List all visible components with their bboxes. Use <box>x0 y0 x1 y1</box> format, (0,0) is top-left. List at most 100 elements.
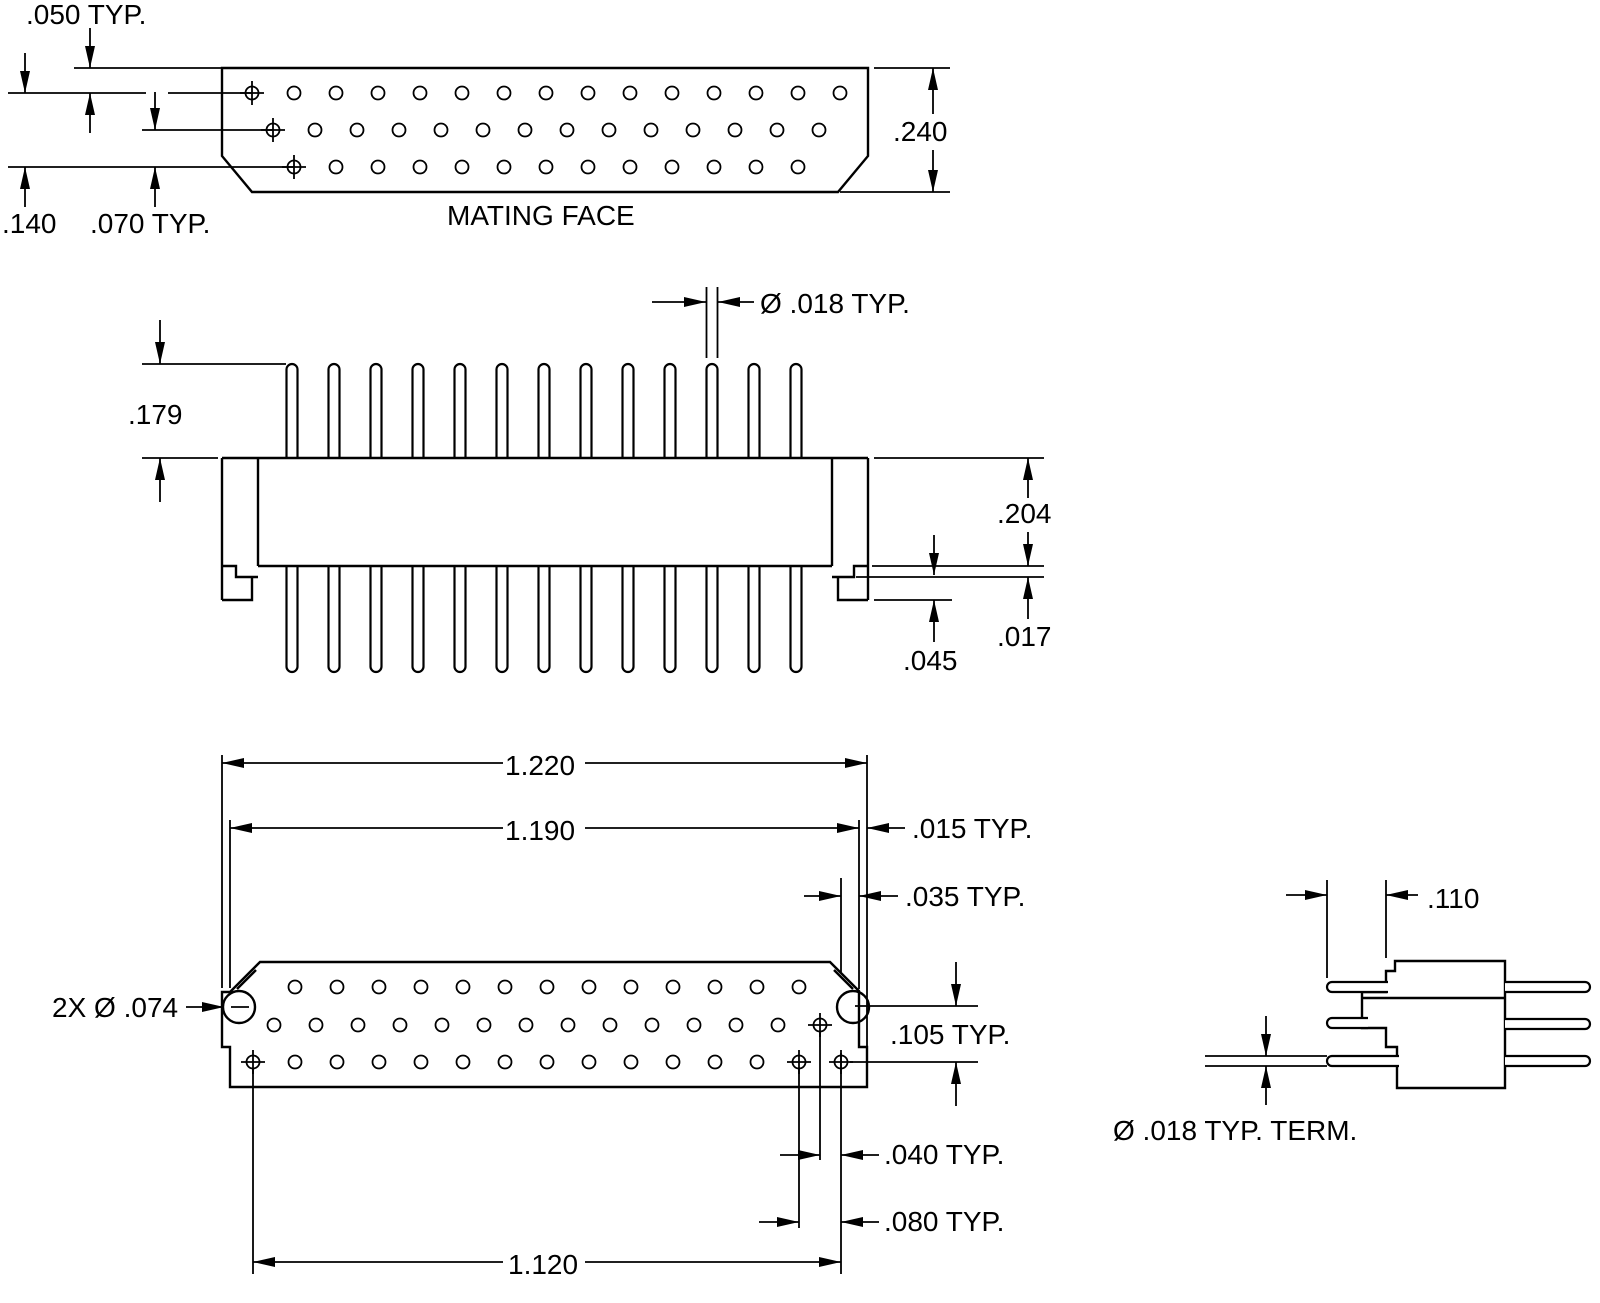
contact-hole <box>665 1054 681 1070</box>
detail-body-outline <box>1360 959 1507 1090</box>
pin-down <box>285 566 299 674</box>
pin-down <box>411 566 425 674</box>
dim-240-label: .240 <box>893 116 948 147</box>
contact-hole <box>286 85 302 101</box>
contact-hole <box>413 1054 429 1070</box>
pin-up <box>285 362 299 458</box>
contact-hole <box>391 122 407 138</box>
contact-hole <box>329 1054 345 1070</box>
contact-hole <box>790 85 806 101</box>
contact-hole <box>748 85 764 101</box>
pin-down <box>495 566 509 674</box>
dim-1220-label: 1.220 <box>505 750 575 781</box>
contact-hole <box>643 122 659 138</box>
dim-1120-label: 1.120 <box>508 1249 578 1280</box>
pin-down <box>789 566 803 674</box>
mating-face-caption: MATING FACE <box>447 200 635 231</box>
pin-down <box>327 566 341 674</box>
dim-050-label: .050 TYP. <box>26 0 146 30</box>
pin-up <box>327 362 341 458</box>
dim-204-label: .204 <box>997 498 1052 529</box>
dim-110-label: .110 <box>1427 883 1479 914</box>
contact-hole <box>412 159 428 175</box>
contact-hole <box>454 159 470 175</box>
dim-040-label: .040 TYP. <box>884 1139 1004 1170</box>
contact-hole <box>559 122 575 138</box>
dim-140-label: .140 <box>2 208 57 239</box>
terminal-left-top <box>1325 980 1388 994</box>
contact-hole <box>727 122 743 138</box>
contact-hole <box>538 159 554 175</box>
contact-hole <box>308 1017 324 1033</box>
contact-hole <box>707 979 723 995</box>
contact-hole <box>329 979 345 995</box>
bottom-view-outline <box>220 960 869 1089</box>
dim-080-label: .080 TYP. <box>884 1206 1004 1237</box>
contact-hole <box>454 85 470 101</box>
contact-hole <box>560 1017 576 1033</box>
contact-hole <box>475 122 491 138</box>
pin-down <box>747 566 761 674</box>
contact-hole <box>581 1054 597 1070</box>
right-end-cap <box>830 458 870 602</box>
dim-179-label: .179 <box>128 399 183 430</box>
contact-hole <box>644 1017 660 1033</box>
contact-hole <box>790 159 806 175</box>
contact-hole <box>349 122 365 138</box>
contact-hole <box>328 159 344 175</box>
contact-hole <box>307 122 323 138</box>
terminal-right-top <box>1505 980 1592 994</box>
contact-hole <box>580 85 596 101</box>
contact-hole <box>434 1017 450 1033</box>
contact-hole <box>581 979 597 995</box>
dim-035-label: .035 TYP. <box>905 881 1025 912</box>
contact-hole <box>623 1054 639 1070</box>
contact-hole <box>665 979 681 995</box>
contact-hole <box>328 85 344 101</box>
contact-hole <box>686 1017 702 1033</box>
mating-face-outline <box>220 66 870 194</box>
pin-up <box>579 362 593 458</box>
chamfer-face-right <box>833 969 854 990</box>
contact-hole <box>811 122 827 138</box>
contact-hole <box>266 1017 282 1033</box>
contact-hole <box>371 979 387 995</box>
contact-hole <box>832 85 848 101</box>
contact-hole <box>622 85 638 101</box>
left-end-cap <box>220 458 260 602</box>
contact-hole <box>392 1017 408 1033</box>
contact-hole <box>706 159 722 175</box>
side-view: .179 Ø .018 TYP. .204 .017 .045 <box>128 287 1052 676</box>
pin-down <box>579 566 593 674</box>
terminal-left-middle <box>1325 1016 1368 1030</box>
contact-hole <box>496 85 512 101</box>
contact-hole <box>539 979 555 995</box>
chamfer-face-left <box>236 969 257 990</box>
contact-hole <box>580 159 596 175</box>
pin-up <box>789 362 803 458</box>
contact-hole <box>517 122 533 138</box>
contact-hole <box>455 1054 471 1070</box>
contact-hole <box>706 85 722 101</box>
contact-hole <box>602 1017 618 1033</box>
dim-045-label: .045 <box>903 645 958 676</box>
bottom-view: 1.220 1.190 .015 TYP. .035 TYP. 2X Ø .07… <box>52 750 1032 1280</box>
contact-hole <box>370 85 386 101</box>
terminal-detail-view: .110 Ø .018 TYP. TERM. <box>1113 880 1592 1146</box>
contact-hole <box>601 122 617 138</box>
pin-down <box>621 566 635 674</box>
contact-hole <box>287 979 303 995</box>
dim-018-term-label: Ø .018 TYP. TERM. <box>1113 1115 1357 1146</box>
pin-down <box>663 566 677 674</box>
pin-down <box>705 566 719 674</box>
dim-015-label: .015 TYP. <box>912 813 1032 844</box>
pin-up <box>747 362 761 458</box>
mounting-hole-right <box>835 989 871 1025</box>
pin-up <box>537 362 551 458</box>
dim-074-label: 2X Ø .074 <box>52 992 178 1023</box>
terminal-right-bottom <box>1505 1054 1592 1068</box>
contact-hole <box>539 1054 555 1070</box>
side-view-pins <box>285 362 803 674</box>
contact-hole <box>413 979 429 995</box>
